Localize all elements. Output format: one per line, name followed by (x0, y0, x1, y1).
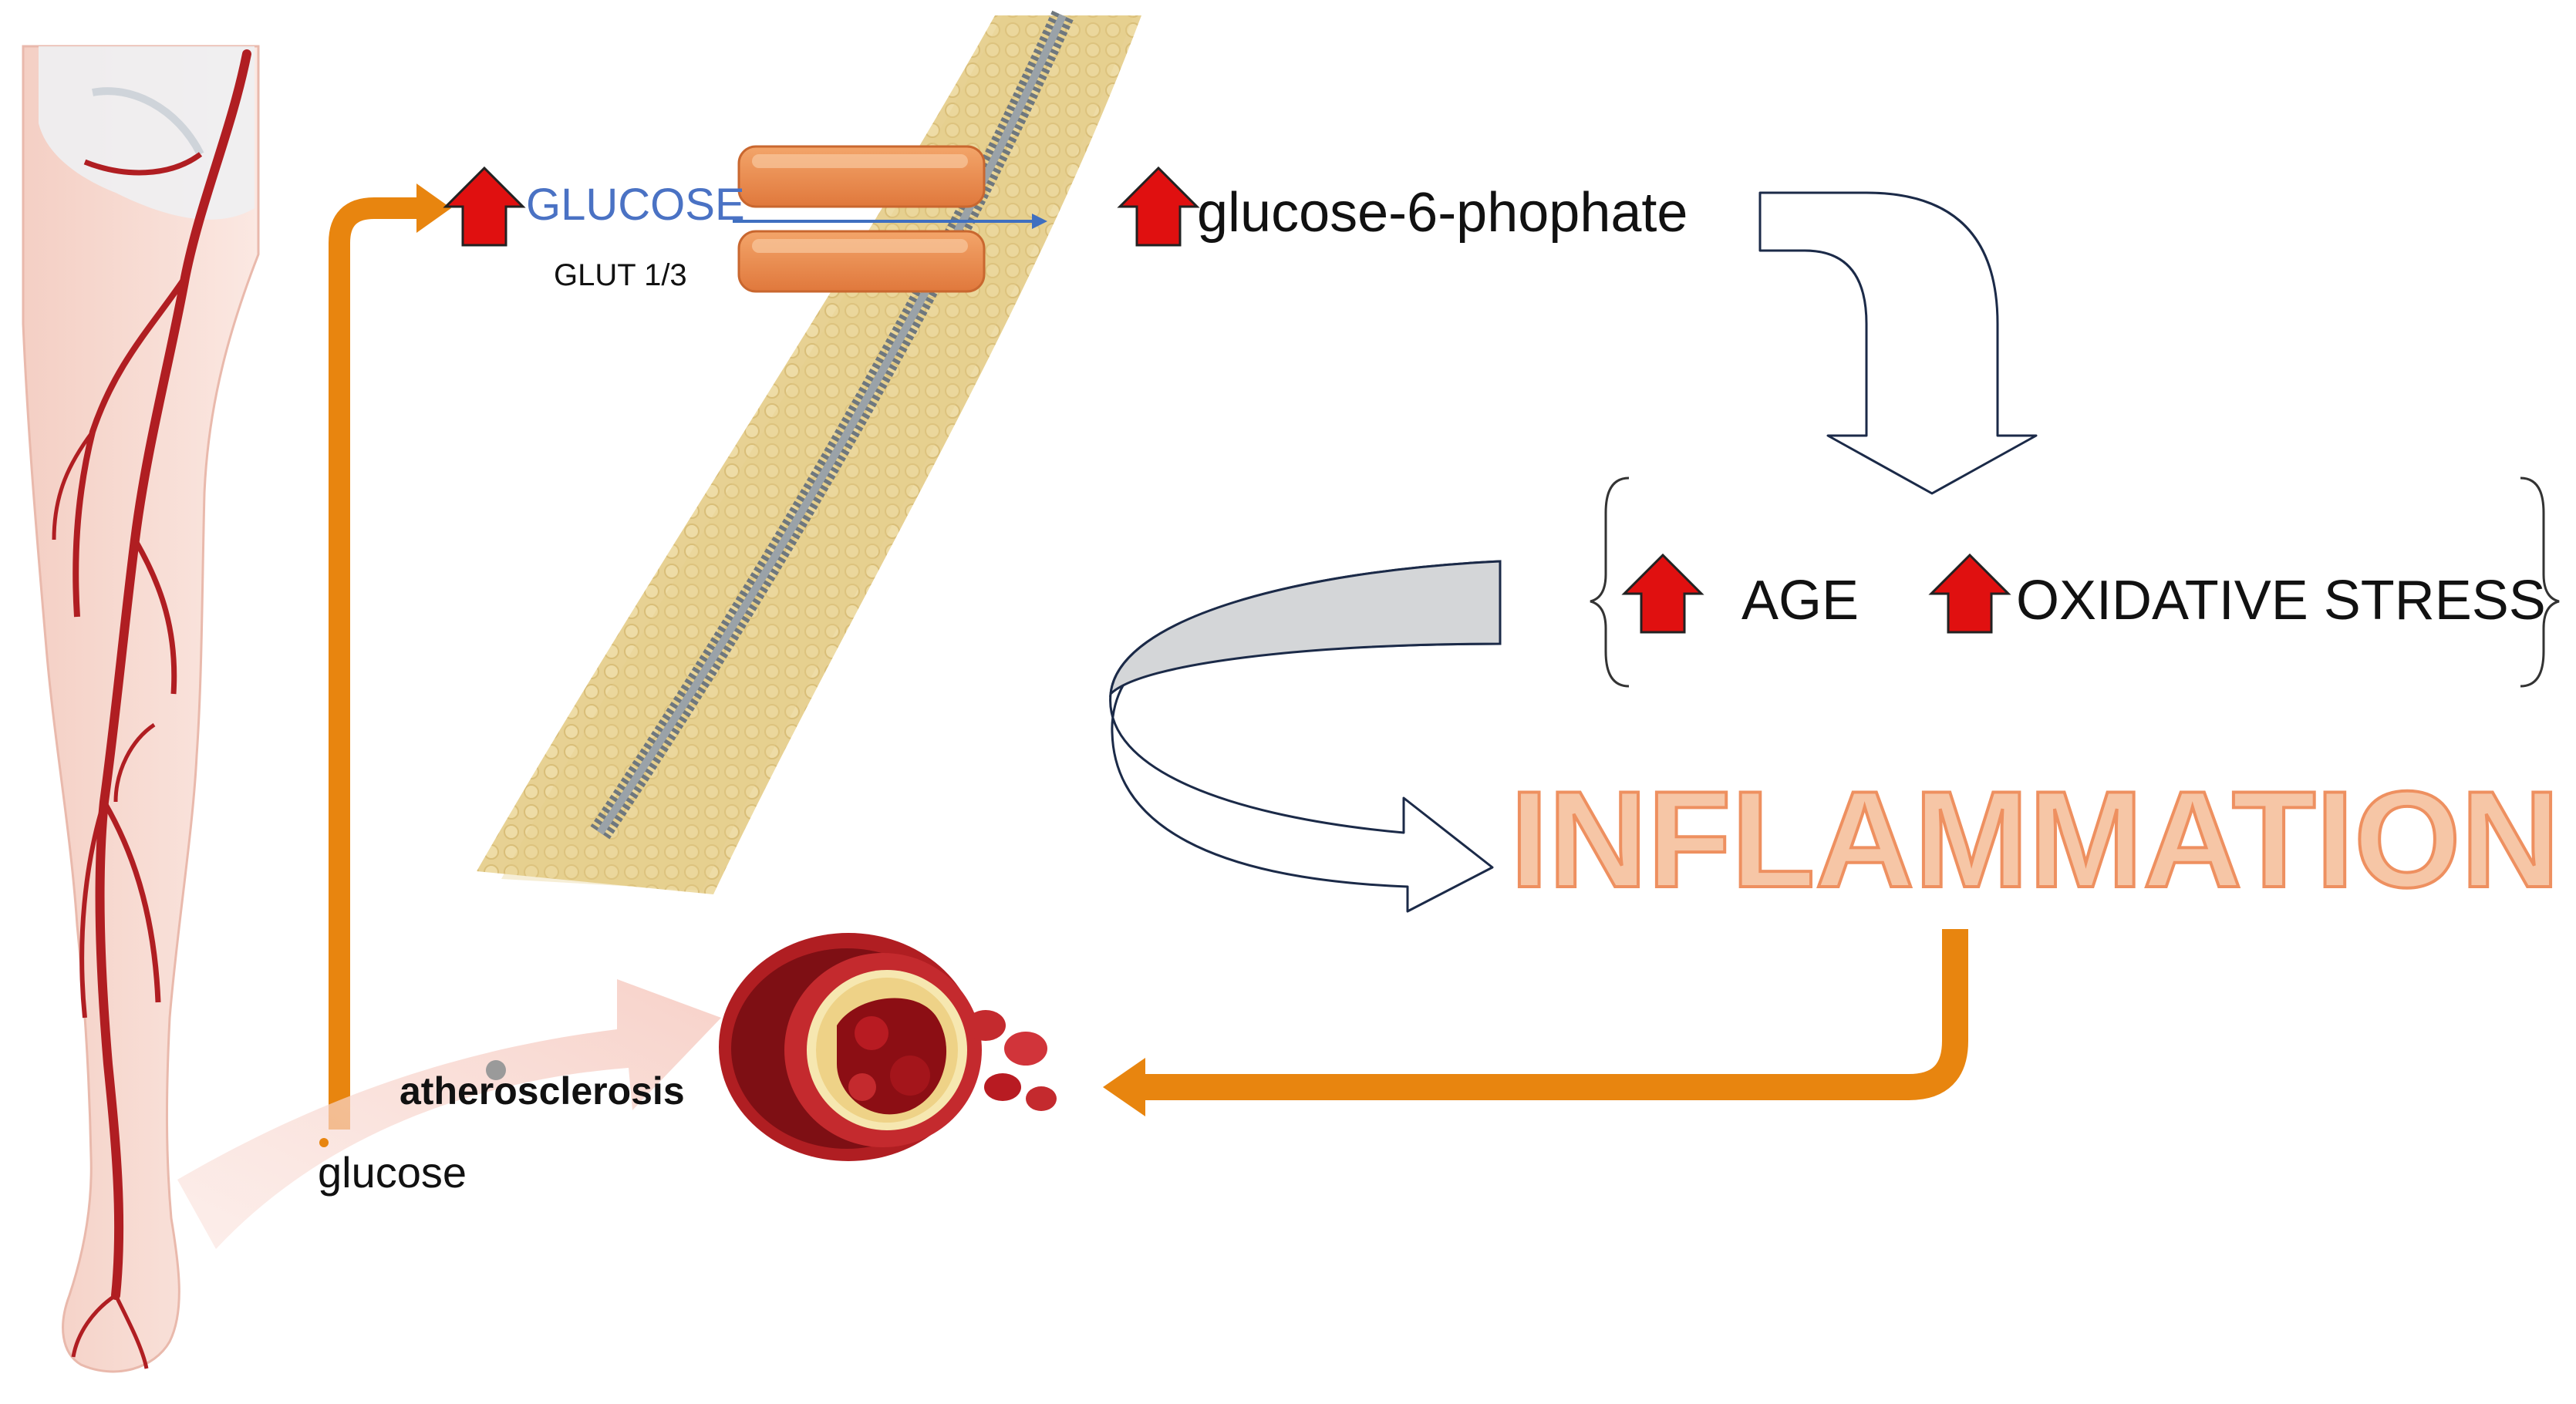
up-arrow-icon (1117, 166, 1200, 247)
up-arrow-icon (1928, 553, 2011, 634)
artery-plaque-illustration (719, 933, 1057, 1161)
g6p-label: glucose-6-phophate (1197, 182, 1688, 244)
leg-arteries-illustration (22, 45, 260, 1373)
right-brace (2520, 476, 2560, 688)
age-label: AGE (1741, 570, 1859, 631)
up-arrow-icon (1621, 553, 1704, 634)
glucose-blood-label: glucose (318, 1148, 467, 1197)
glut-label: GLUT 1/3 (554, 258, 687, 292)
glucose-to-artery-arrow (177, 979, 721, 1249)
oxidative-stress-label: OXIDATIVE STRESS (2016, 570, 2546, 631)
up-arrow-icon (443, 166, 526, 247)
glucose-cell-label: GLUCOSE (526, 180, 745, 230)
glut-transporter-icon (737, 145, 986, 293)
inflammation-to-artery-arrow (1141, 929, 1968, 1100)
g6p-to-age-arrow (1758, 191, 2038, 495)
glucose-uptake-arrow (329, 197, 420, 1130)
left-brace (1590, 476, 1630, 688)
atherosclerosis-label: atherosclerosis (400, 1069, 685, 1113)
inflammation-label: INFLAMMATION (1510, 763, 2560, 916)
